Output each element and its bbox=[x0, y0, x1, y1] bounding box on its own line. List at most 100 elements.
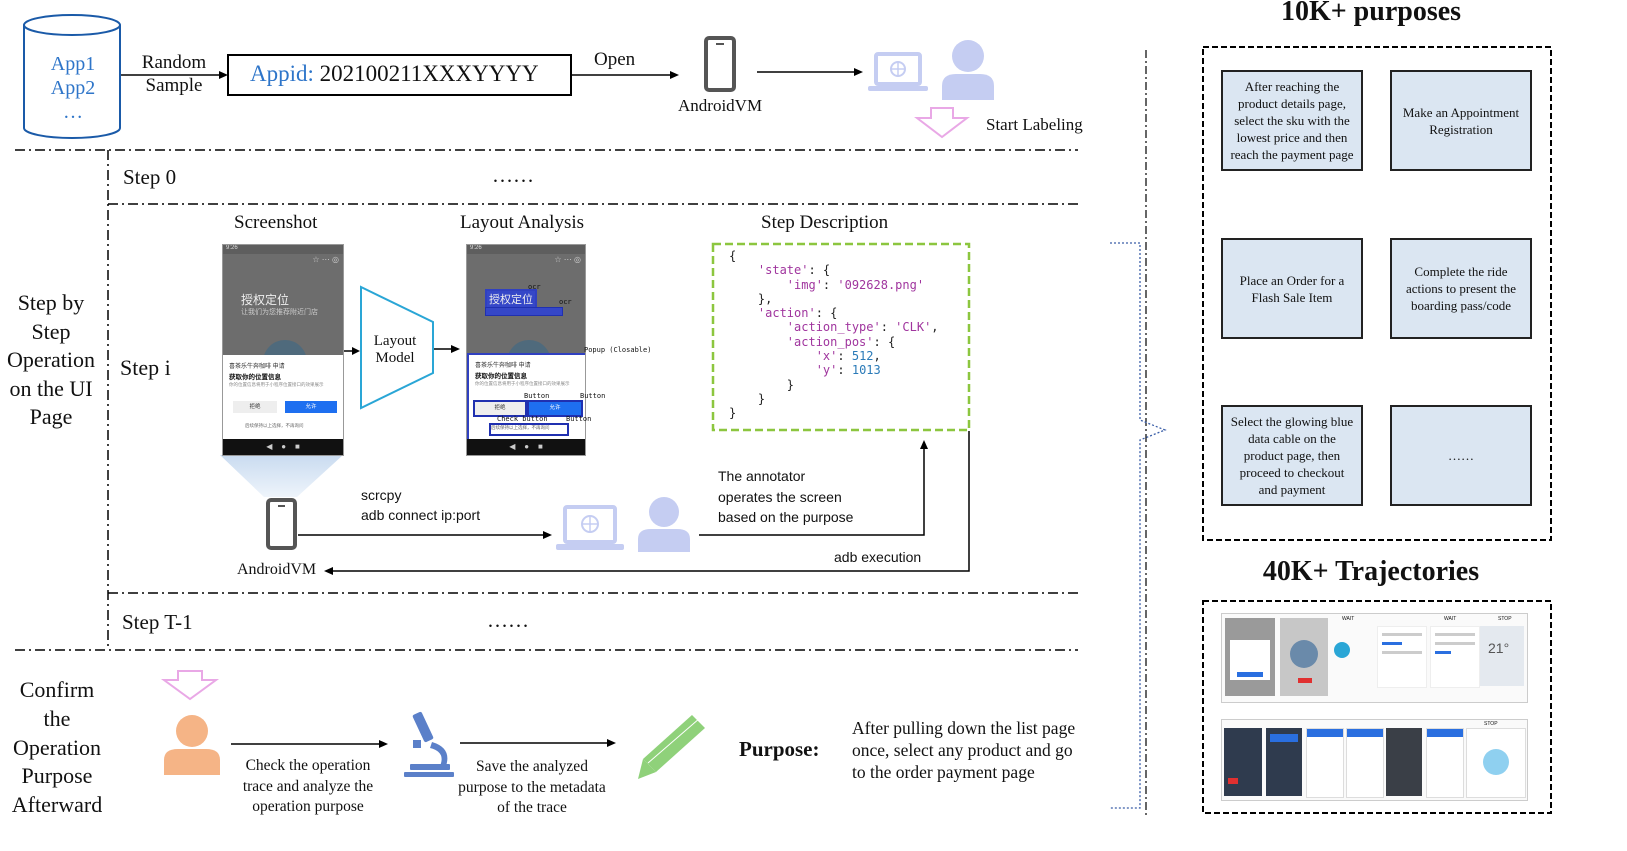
permission-dialog: 喜茶乐牛奔咖啡 申请 获取你的位置信息 你的位置信息将用于小程序位置接口的效果展… bbox=[223, 355, 343, 439]
section-title-line: Page bbox=[29, 404, 73, 429]
pencil-icon bbox=[638, 715, 705, 779]
status-bar: 9:26 bbox=[467, 245, 585, 254]
check-button-annotation: Check button bbox=[497, 415, 548, 423]
save-line: purpose to the metadata bbox=[458, 778, 606, 796]
traj-label: STOP bbox=[1484, 721, 1498, 727]
dialog-desc: 你的位置信息将用于小程序位置接口的效果展示 bbox=[475, 381, 570, 386]
trajectory-frame bbox=[1306, 728, 1344, 798]
appid-label: Appid: bbox=[250, 61, 314, 86]
trajectory-frame bbox=[1225, 618, 1275, 696]
scrcpy-line: scrcpy bbox=[361, 487, 402, 503]
androidvm-label: AndroidVM bbox=[678, 96, 763, 115]
trajectory-frame bbox=[1280, 618, 1328, 696]
layout-analysis-title: Layout Analysis bbox=[460, 212, 585, 233]
step-0-ellipsis: …… bbox=[492, 163, 534, 187]
button-annotation: Button bbox=[566, 415, 592, 423]
save-line: of the trace bbox=[497, 799, 567, 816]
trajectory-frame: 21° bbox=[1480, 626, 1524, 686]
ocr-annotation: ocr bbox=[559, 298, 572, 306]
code-line: } bbox=[729, 406, 737, 421]
laptop-icon bbox=[868, 52, 928, 91]
code-line: 'state': { bbox=[757, 263, 831, 278]
purpose-line: After pulling down the list page bbox=[852, 718, 1076, 738]
step-description-title: Step Description bbox=[761, 212, 889, 233]
dialog-desc: 你的位置信息将用于小程序位置接口的效果展示 bbox=[229, 382, 324, 387]
check-line: trace and analyze the bbox=[242, 777, 374, 795]
annotator-person-icon-orange bbox=[164, 715, 220, 775]
screen-subtitle: 让我们为您推荐附近门店 bbox=[241, 309, 318, 316]
androidvm-label: AndroidVM bbox=[237, 561, 317, 578]
dialog-app-name: 喜茶乐牛奔咖啡 申请 bbox=[229, 364, 285, 370]
db-item: … bbox=[63, 101, 83, 123]
code-line: }, bbox=[729, 291, 773, 306]
top-icons: ☆ ⋯ ◎ bbox=[554, 255, 581, 264]
random-sample-line: Random bbox=[141, 52, 207, 73]
purpose-box: …… bbox=[1390, 405, 1532, 506]
top-icons: ☆ ⋯ ◎ bbox=[312, 255, 339, 264]
trajectory-frame bbox=[1426, 728, 1464, 798]
section-title-line: Operation bbox=[7, 347, 95, 372]
trajectory-frame bbox=[1266, 728, 1302, 796]
deny-button-box[interactable]: 拒绝 bbox=[473, 400, 527, 417]
ocr-box-subtitle bbox=[485, 307, 563, 316]
layout-model-line: Layout bbox=[373, 333, 417, 349]
step-i-label: Step i bbox=[120, 355, 171, 380]
purpose-box: Place an Order for a Flash Sale Item bbox=[1221, 238, 1363, 339]
purpose-line: to the order payment page bbox=[852, 762, 1035, 782]
popup-box: 喜茶乐牛奔咖啡 申请 获取你的位置信息 你的位置信息将用于小程序位置接口的效果展… bbox=[467, 353, 585, 441]
pink-down-arrow-icon bbox=[914, 107, 970, 139]
code-line: 'img': '092628.png' bbox=[786, 277, 925, 292]
trajectory-frame bbox=[1334, 642, 1350, 658]
start-labeling-label: Start Labeling bbox=[986, 115, 1083, 134]
allow-button[interactable]: 允许 bbox=[285, 401, 337, 413]
check-line: operation purpose bbox=[252, 798, 364, 815]
appid-value: 202100211XXXYYYY bbox=[319, 61, 539, 86]
allow-button-box[interactable]: 允许 bbox=[527, 400, 583, 417]
annotator-person-icon bbox=[942, 40, 994, 100]
purpose-label: Purpose: bbox=[739, 737, 820, 761]
step-description-json: { 'state': { 'img': '092628.png' }, 'act… bbox=[729, 249, 939, 421]
code-line: } bbox=[729, 377, 795, 392]
trajectory-frame bbox=[1377, 626, 1427, 688]
remember-checkbox[interactable]: 后续保持以上选择，不再询问 bbox=[245, 423, 304, 428]
traj-label: WAIT bbox=[1444, 616, 1457, 622]
random-sample-label: Random Sample bbox=[128, 51, 220, 97]
screenshot-phone: 9:26 ☆ ⋯ ◎ 授权定位 让我们为您推荐附近门店 喜茶乐牛奔咖啡 申请 获… bbox=[222, 244, 344, 456]
dialog-title: 获取你的位置信息 bbox=[229, 374, 281, 381]
section-title-line: Step bbox=[31, 318, 71, 344]
remember-checkbox-box[interactable]: 后续保持以上选择，不再询问 bbox=[489, 423, 569, 436]
annotator-line: based on the purpose bbox=[718, 509, 854, 525]
section-title-step-by-step: Step by Step Operation on the UI Page bbox=[0, 289, 102, 432]
purpose-box: Make an Appointment Registration bbox=[1390, 70, 1532, 171]
ocr-box-title: 授权定位 bbox=[485, 289, 537, 309]
annotator-line: operates the screen bbox=[718, 488, 842, 505]
random-sample-line: Sample bbox=[145, 75, 203, 96]
section-title-line: Purpose bbox=[21, 763, 93, 789]
section-title-confirm: Confirm the Operation Purpose Afterward bbox=[0, 676, 114, 820]
deny-button[interactable]: 拒绝 bbox=[233, 401, 277, 413]
traj-label: WAIT bbox=[1342, 616, 1355, 622]
status-bar: 9:26 bbox=[223, 245, 343, 254]
nav-bar: ◀ ● ■ bbox=[467, 439, 585, 455]
code-line: } bbox=[729, 391, 766, 406]
section-title-line: Confirm bbox=[19, 677, 95, 702]
section-title-line: the bbox=[43, 705, 71, 731]
code-line: 'x': 512, bbox=[815, 349, 881, 364]
microscope-icon bbox=[404, 711, 454, 777]
code-line: 'action': { bbox=[757, 306, 838, 321]
layout-analysis-phone: 9:26 ☆ ⋯ ◎ 授权定位 喜茶乐牛奔咖啡 申请 获取你的位置信息 你的位置… bbox=[466, 244, 586, 456]
section-title-line: Step by bbox=[17, 290, 85, 315]
trajectory-frame bbox=[1430, 626, 1480, 688]
pink-down-arrow-icon bbox=[160, 670, 220, 701]
traj-label: 21° bbox=[1488, 640, 1510, 656]
app-database-list: App1 App2 … bbox=[35, 52, 111, 124]
code-line: { bbox=[729, 249, 737, 263]
adb-execution-label: adb execution bbox=[834, 549, 922, 565]
screen-title: 授权定位 bbox=[241, 293, 290, 307]
popup-annotation: Popup (Closable) bbox=[584, 346, 652, 354]
android-phone-icon bbox=[704, 36, 736, 92]
open-label: Open bbox=[594, 49, 636, 70]
save-purpose-label: Save the analyzed purpose to the metadat… bbox=[446, 757, 618, 819]
code-line: 'y': 1013 bbox=[815, 363, 881, 378]
scrcpy-line: adb connect ip:port bbox=[361, 507, 481, 523]
